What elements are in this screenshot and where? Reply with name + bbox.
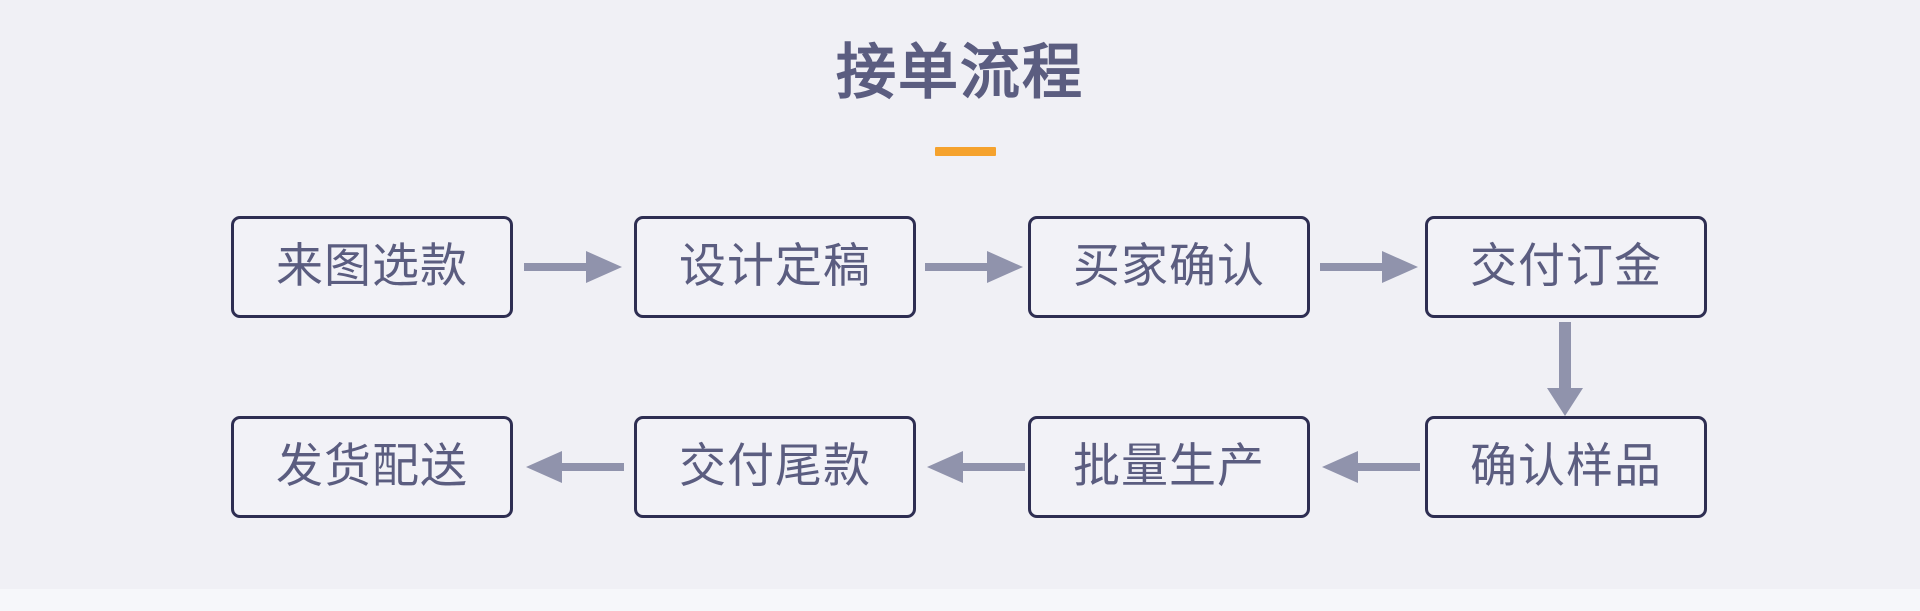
page-title-text: 接单流程 <box>836 40 1084 106</box>
arrow-left-icon <box>524 447 624 487</box>
arrow-right-icon <box>1320 247 1420 287</box>
flow-node-2[interactable]: 设计定稿 <box>634 216 916 318</box>
arrow-down-icon <box>1540 322 1590 418</box>
arrow-left-icon <box>1320 447 1420 487</box>
page-title: 接单流程 <box>0 38 1920 108</box>
title-accent-rule <box>935 147 996 156</box>
flow-node-3-label: 买家确认 <box>1073 241 1265 293</box>
flow-node-6-label: 批量生产 <box>1073 441 1265 493</box>
flow-node-6[interactable]: 批量生产 <box>1028 416 1310 518</box>
footer-strip <box>0 589 1920 611</box>
flow-node-4[interactable]: 交付订金 <box>1425 216 1707 318</box>
arrow-right-icon <box>524 247 624 287</box>
flow-node-1-label: 来图选款 <box>276 241 468 293</box>
flow-node-3[interactable]: 买家确认 <box>1028 216 1310 318</box>
flow-node-4-label: 交付订金 <box>1470 241 1662 293</box>
flow-node-1[interactable]: 来图选款 <box>231 216 513 318</box>
flow-node-2-label: 设计定稿 <box>679 241 871 293</box>
flow-node-7-label: 交付尾款 <box>679 441 871 493</box>
arrow-left-icon <box>925 447 1025 487</box>
flow-node-8-label: 发货配送 <box>276 441 468 493</box>
flow-node-5[interactable]: 确认样品 <box>1425 416 1707 518</box>
arrow-right-icon <box>925 247 1025 287</box>
flow-node-7[interactable]: 交付尾款 <box>634 416 916 518</box>
flow-node-5-label: 确认样品 <box>1470 441 1662 493</box>
flow-node-8[interactable]: 发货配送 <box>231 416 513 518</box>
